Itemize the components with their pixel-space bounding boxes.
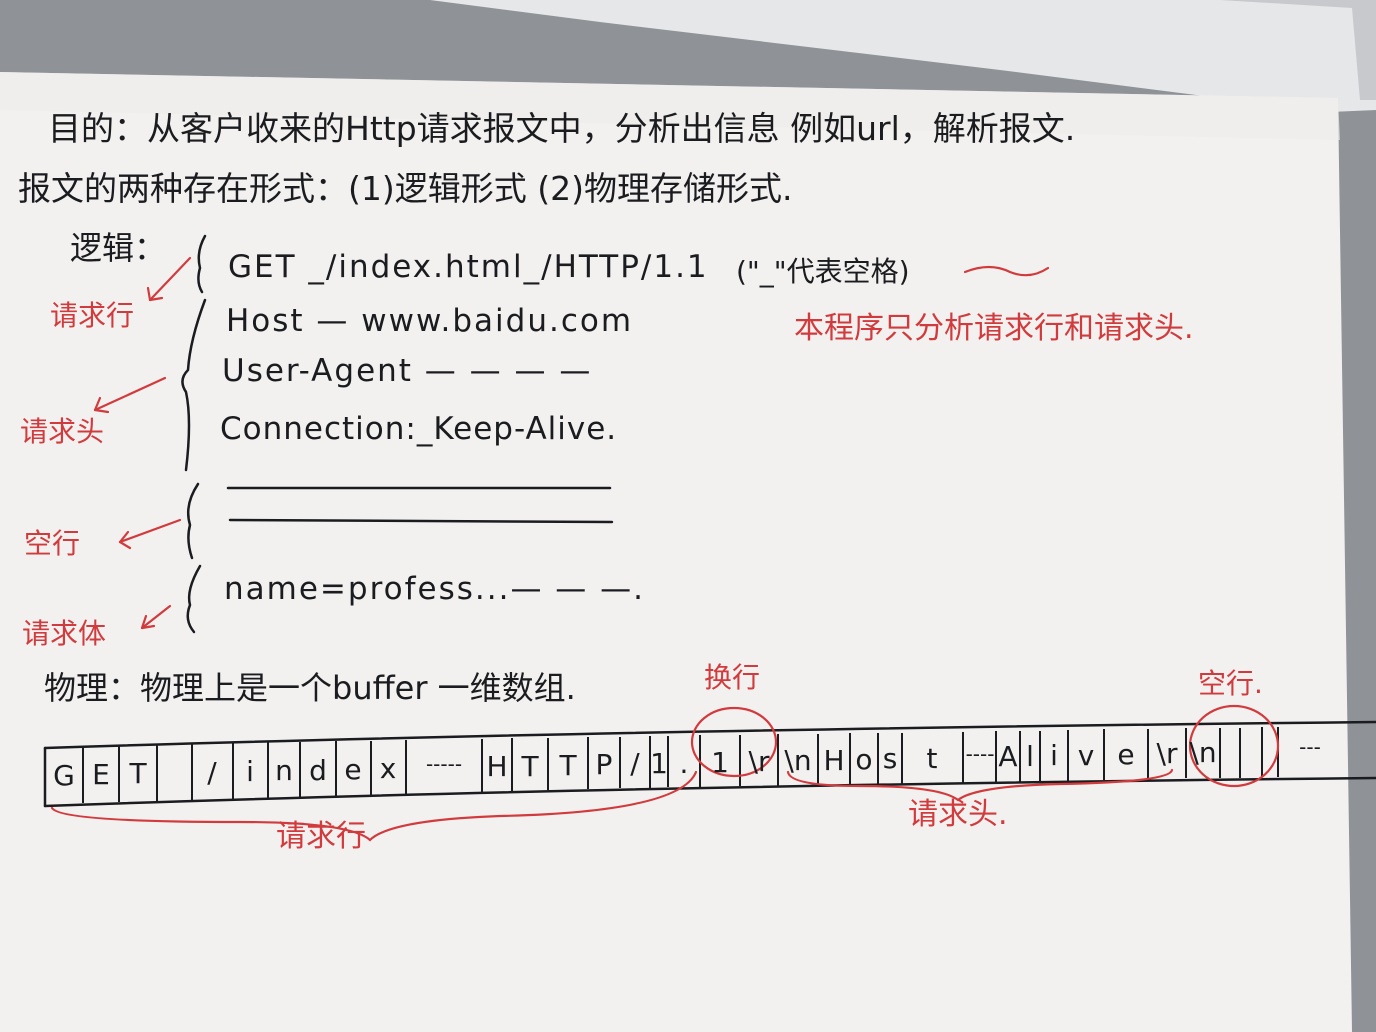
- physical-heading: 物理：物理上是一个buffer 一维数组.: [44, 669, 576, 707]
- space-note: ("_"代表空格): [736, 255, 910, 288]
- header-host: Host — www.baidu.com: [226, 303, 634, 339]
- bracket-blank: [187, 482, 200, 560]
- label-blank: 空行: [24, 527, 81, 560]
- buffer-cell: P: [595, 748, 613, 782]
- buffer-cell: H: [486, 750, 508, 784]
- buffer-cell: 1: [711, 745, 729, 779]
- body-line: name=profess...— — —.: [224, 571, 646, 607]
- label-headers: 请求头: [20, 415, 105, 448]
- red-annotations: [50, 256, 1280, 842]
- buffer-cell: G: [53, 758, 75, 792]
- circle-blank: [1188, 704, 1280, 788]
- bracket-headers: [181, 298, 207, 472]
- label-request-line-bottom: 请求行: [276, 819, 366, 854]
- buffer-cell: T: [521, 749, 539, 783]
- buffer-cell: e: [1117, 737, 1135, 771]
- brace-request-line: [50, 770, 698, 842]
- buffer-cell-dividers: [82, 727, 1279, 803]
- buffer-cell: l: [1026, 739, 1034, 773]
- buffer-top-edge: [43, 720, 1376, 750]
- buffer-cell: n: [275, 754, 293, 788]
- label-blank-top: 空行.: [1198, 667, 1263, 700]
- buffer-cell: H: [823, 743, 845, 777]
- buffer-cell: /: [630, 747, 640, 781]
- buffer-cell: i: [1050, 739, 1058, 773]
- buffer-cell: e: [344, 752, 362, 786]
- paper-sheet: [0, 72, 1352, 1032]
- buffer-cell: /: [207, 755, 217, 789]
- buffer-cell: i: [246, 754, 254, 788]
- buffer-cell: ----: [965, 741, 995, 766]
- buffer-cell: ---: [1299, 735, 1321, 760]
- buffer-cell: o: [855, 743, 873, 776]
- program-note: 本程序只分析请求行和请求头.: [794, 311, 1194, 346]
- buffer-cell: s: [882, 742, 898, 776]
- buffer-cell: 1: [650, 747, 668, 780]
- header-user-agent: User-Agent — — — —: [222, 353, 593, 389]
- bracket-body: [186, 564, 202, 634]
- buffer-cell: .: [679, 746, 689, 780]
- buffer-cell: \r: [748, 745, 770, 779]
- buffer-cell: E: [92, 757, 110, 791]
- buffer-cell: T: [129, 757, 147, 791]
- buffer-cell: A: [998, 740, 1018, 774]
- logic-heading: 逻辑：: [70, 229, 167, 267]
- buffer-cell: x: [379, 752, 397, 786]
- header-connection: Connection:_Keep-Alive.: [220, 411, 618, 447]
- forms-line: 报文的两种存在形式：(1)逻辑形式 (2)物理存储形式.: [18, 169, 793, 208]
- request-line-text: GET _/index.html_/HTTP/1.1: [228, 249, 709, 285]
- buffer-cell: d: [309, 753, 327, 787]
- label-headers-bottom: 请求头.: [908, 797, 1008, 832]
- brace-headers: [786, 768, 1174, 802]
- blank-line-2: [228, 518, 614, 524]
- buffer-cell: \r: [1156, 737, 1178, 771]
- purpose-line: 目的：从客户收来的Http请求报文中，分析出信息 例如url，解析报文.: [48, 109, 1076, 148]
- buffer-cell: \n: [784, 744, 812, 778]
- circle-newline: [690, 706, 778, 778]
- label-newline: 换行: [704, 661, 761, 694]
- buffer-cell: -----: [425, 752, 463, 777]
- bracket-request-line: [197, 234, 207, 294]
- label-request-line: 请求行: [50, 299, 135, 332]
- label-body: 请求体: [22, 617, 107, 650]
- buffer-cell: \n: [1189, 736, 1217, 770]
- buffer-cell: t: [926, 741, 938, 775]
- buffer-cell: v: [1077, 738, 1095, 772]
- buffer-bottom-edge: [43, 776, 1376, 808]
- buffer-cell: T: [559, 748, 577, 782]
- keyboard-shape: [430, 0, 1376, 112]
